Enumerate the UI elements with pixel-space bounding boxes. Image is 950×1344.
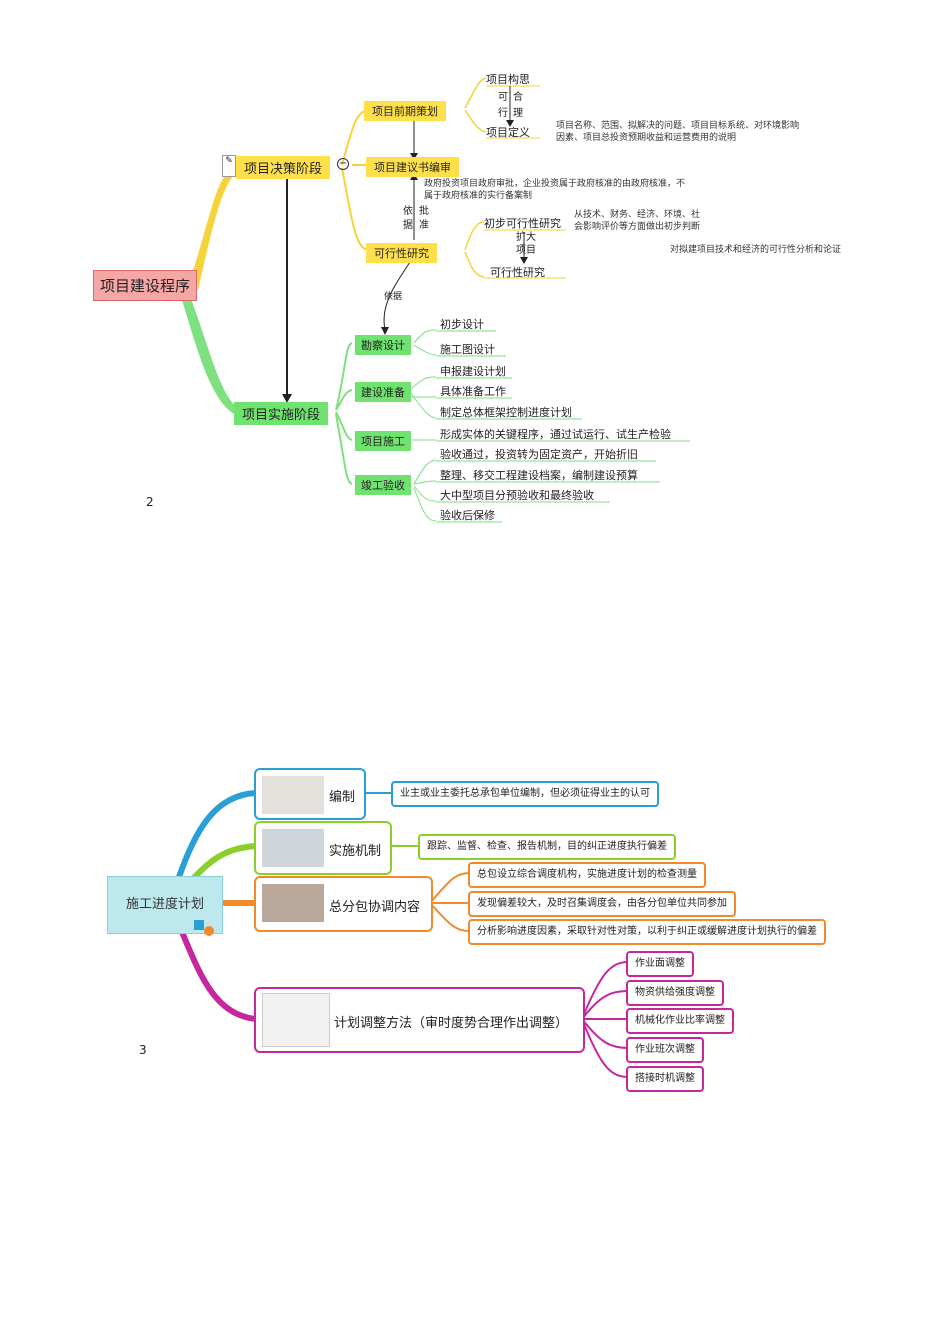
compile-note[interactable]: 业主或业主委托总承包单位编制，但必须征得业主的认可 bbox=[391, 781, 659, 807]
coordination-note-3[interactable]: 分析影响进度因素，采取针对性对策，以利于纠正或缓解进度计划执行的偏差 bbox=[468, 919, 826, 945]
adjustment-note-2[interactable]: 物资供给强度调整 bbox=[626, 980, 724, 1006]
node-proposal[interactable]: 项目建议书编审 bbox=[366, 157, 459, 177]
leaf-acceptance-1: 验收通过，投资转为固定资产，开始折旧 bbox=[440, 448, 638, 461]
node-implementation-stage[interactable]: 项目实施阶段 bbox=[234, 402, 329, 425]
label-reasonable-2: 合 bbox=[513, 92, 523, 103]
leaf-definition: 项目定义 bbox=[486, 126, 530, 139]
branch-adjustment-label: 计划调整方法（审时度势合理作出调整） bbox=[334, 1016, 569, 1031]
photo-writing-thumbnail bbox=[262, 776, 324, 814]
ball-icon-orange bbox=[204, 926, 214, 936]
node-construction[interactable]: 项目施工 bbox=[355, 431, 411, 451]
label-reasonable-4: 理 bbox=[513, 108, 523, 119]
prelim-note-line2: 会影响评价等方面做出初步判断 bbox=[574, 222, 701, 232]
leaf-acceptance-2: 整理、移交工程建设档案，编制建设预算 bbox=[440, 469, 638, 482]
leaf-acceptance-4: 验收后保修 bbox=[440, 509, 495, 522]
leaf-prep-3: 制定总体框架控制进度计划 bbox=[440, 406, 572, 419]
leaf-construction-drawing: 施工图设计 bbox=[440, 343, 495, 356]
coordination-note-1[interactable]: 总包设立综合调度机构，实施进度计划的检查测量 bbox=[468, 862, 706, 888]
leaf-prep-1: 申报建设计划 bbox=[440, 365, 506, 378]
adjustment-note-4[interactable]: 作业班次调整 bbox=[626, 1037, 704, 1063]
mechanism-note[interactable]: 跟踪、监督、检查、报告机制，目的纠正进度执行偏差 bbox=[418, 834, 676, 860]
leaf-prelim-feasibility: 初步可行性研究 bbox=[484, 217, 561, 230]
branch-coordination[interactable]: 总分包协调内容 bbox=[254, 876, 433, 932]
photo-conference-thumbnail bbox=[262, 884, 324, 922]
photo-meeting-thumbnail bbox=[262, 829, 324, 867]
node-feasibility[interactable]: 可行性研究 bbox=[366, 243, 437, 263]
branch-compile-label: 编制 bbox=[329, 790, 356, 805]
gantt-chart-thumbnail bbox=[262, 993, 330, 1047]
node-decision-stage[interactable]: 项目决策阶段 bbox=[236, 156, 331, 179]
label-basis: 依据 bbox=[384, 292, 403, 302]
label-project: 项目 bbox=[516, 245, 536, 256]
label-reasonable-3: 行 bbox=[498, 108, 508, 119]
node-survey-design[interactable]: 勘察设计 bbox=[355, 335, 411, 355]
adjustment-note-3[interactable]: 机械化作业比率调整 bbox=[626, 1008, 734, 1034]
adjustment-note-5[interactable]: 搭接时机调整 bbox=[626, 1066, 704, 1092]
proposal-note-line1: 政府投资项目政府审批，企业投资属于政府核准的由政府核准，不 bbox=[424, 179, 686, 189]
page-number-2: 2 bbox=[146, 495, 154, 509]
branch-mechanism[interactable]: 实施机制 bbox=[254, 821, 392, 875]
label-reasonable-1: 可 bbox=[498, 92, 508, 103]
node-construction-prep[interactable]: 建设准备 bbox=[355, 382, 411, 402]
branch-compile[interactable]: 编制 bbox=[254, 768, 366, 820]
label-approve-2: 准 bbox=[419, 220, 429, 231]
leaf-prelim-design: 初步设计 bbox=[440, 318, 484, 331]
proposal-note-line2: 属于政府核准的实行备案制 bbox=[424, 191, 533, 201]
definition-note-line1: 项目名称、范围、拟解决的问题、项目目标系统、对环境影响 bbox=[556, 121, 800, 131]
label-expand: 扩大 bbox=[516, 232, 536, 243]
leaf-concept: 项目构思 bbox=[486, 73, 530, 86]
collapse-icon[interactable]: − bbox=[337, 158, 349, 170]
attachment-icon[interactable]: ✎ bbox=[222, 155, 236, 177]
definition-note-line2: 因素、项目总投资预期收益和运营费用的说明 bbox=[556, 133, 737, 143]
adjustment-note-1[interactable]: 作业面调整 bbox=[626, 951, 694, 977]
branch-adjustment[interactable]: 计划调整方法（审时度势合理作出调整） bbox=[254, 987, 585, 1053]
branch-mechanism-label: 实施机制 bbox=[329, 844, 382, 859]
leaf-prep-2: 具体准备工作 bbox=[440, 385, 506, 398]
label-basis-2: 据 bbox=[403, 220, 413, 231]
cube-icon-blue bbox=[194, 920, 204, 930]
leaf-acceptance-3: 大中型项目分预验收和最终验收 bbox=[440, 489, 594, 502]
root-node[interactable]: 项目建设程序 bbox=[93, 270, 198, 301]
node-acceptance[interactable]: 竣工验收 bbox=[355, 475, 411, 495]
label-approve-1: 批 bbox=[419, 206, 429, 217]
prelim-note-line1: 从技术、财务、经济、环境、社 bbox=[574, 210, 701, 220]
page-number-3: 3 bbox=[139, 1043, 147, 1057]
schedule-root-node[interactable]: 施工进度计划 bbox=[107, 876, 223, 934]
branch-coordination-label: 总分包协调内容 bbox=[329, 900, 421, 915]
leaf-feasibility-study: 可行性研究 bbox=[490, 266, 545, 279]
label-basis-1: 依 bbox=[403, 206, 413, 217]
feasibility-note: 对拟建项目技术和经济的可行性分析和论证 bbox=[670, 245, 842, 255]
coordination-note-2[interactable]: 发现偏差较大，及时召集调度会，由各分包单位共同参加 bbox=[468, 891, 736, 917]
node-pre-planning[interactable]: 项目前期策划 bbox=[364, 101, 446, 121]
leaf-construction-item: 形成实体的关键程序，通过试运行、试生产检验 bbox=[440, 428, 671, 441]
